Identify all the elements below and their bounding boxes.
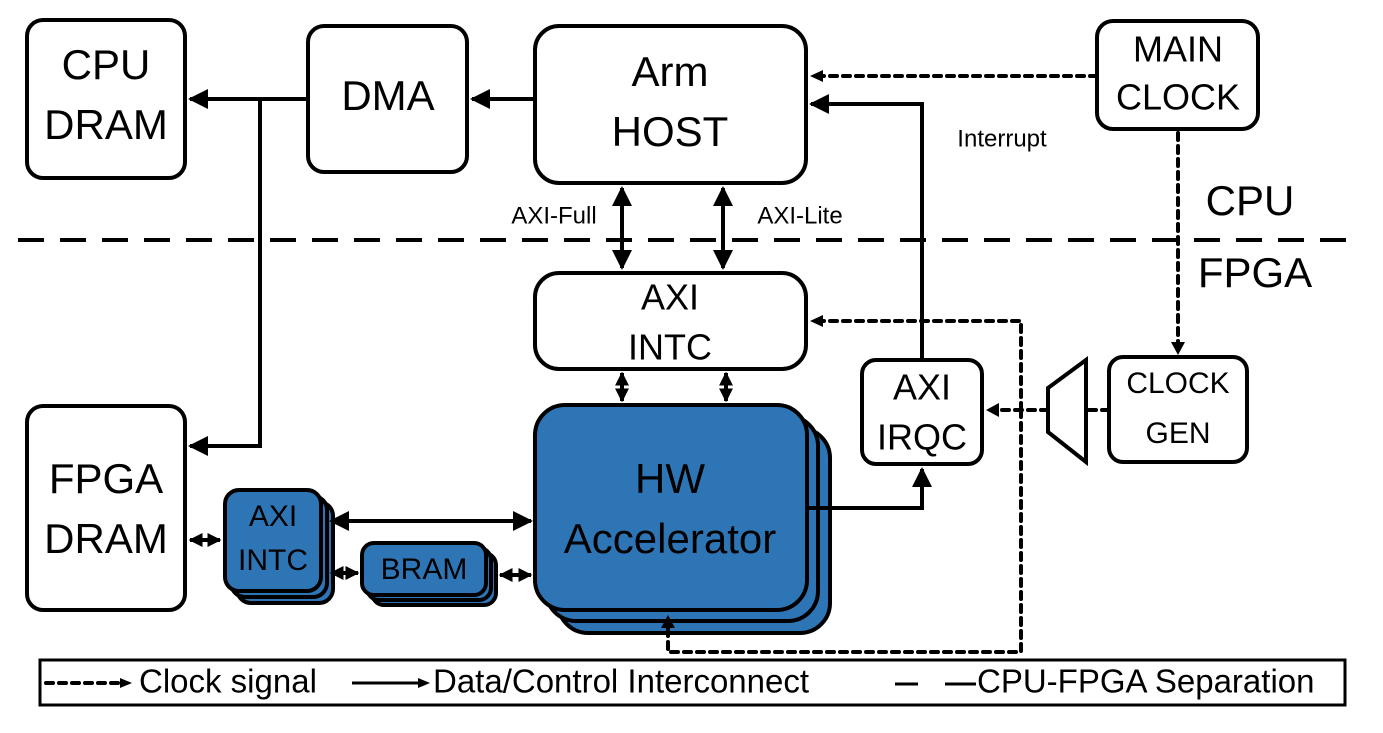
axi-intc-bottom-label-1: AXI bbox=[249, 500, 297, 533]
hw-accelerator-stack: HW Accelerator bbox=[533, 403, 832, 635]
clock-gen-label-1: CLOCK bbox=[1126, 367, 1229, 400]
interrupt-arrow bbox=[809, 94, 924, 360]
clock-to-accel-arrowhead bbox=[661, 615, 675, 628]
hw-accelerator-label-2: Accelerator bbox=[564, 515, 776, 562]
fpga-dram-label-1: FPGA bbox=[49, 455, 163, 502]
legend-separation-label: CPU-FPGA Separation bbox=[977, 663, 1314, 700]
clock-to-axi-intc-line bbox=[816, 319, 1023, 412]
accel-to-irqc-arrow bbox=[808, 467, 932, 510]
axi-irqc-block: AXI IRQC bbox=[860, 358, 984, 466]
main-clock-to-clock-gen-arrowhead bbox=[1171, 342, 1185, 355]
axi-full-label: AXI-Full bbox=[511, 202, 596, 229]
axi-intc-bottom-label-2: INTC bbox=[238, 544, 308, 577]
axi-intc-top-label-2: INTC bbox=[628, 327, 712, 368]
legend-data-label: Data/Control Interconnect bbox=[433, 663, 809, 700]
arm-host-label-1: Arm bbox=[632, 48, 709, 95]
cpu-region-label: CPU bbox=[1206, 177, 1295, 224]
axi-intc-top-label-1: AXI bbox=[641, 277, 699, 318]
axi-irqc-label-1: AXI bbox=[893, 367, 951, 408]
clock-to-axi-intc-arrowhead bbox=[810, 315, 823, 327]
axi-intc-top-block: AXI INTC bbox=[533, 271, 808, 371]
legend-clock-label: Clock signal bbox=[139, 663, 317, 700]
main-clock-label-2: CLOCK bbox=[1116, 77, 1240, 118]
legend-data-arrowhead bbox=[418, 678, 430, 688]
legend-box bbox=[38, 658, 1347, 707]
dma-to-fpga-dram-arrow bbox=[188, 99, 262, 456]
arm-host-label-2: HOST bbox=[612, 108, 729, 155]
clock-to-accel-line bbox=[666, 408, 1023, 654]
cpu-dram-label-1: CPU bbox=[62, 41, 151, 88]
mux-to-irqc-arrowhead bbox=[986, 403, 999, 417]
fpga-dram-label-2: DRAM bbox=[44, 515, 168, 562]
bram-label: BRAM bbox=[381, 553, 468, 586]
main-clock-to-host-arrowhead bbox=[810, 70, 823, 82]
main-clock-label-1: MAIN bbox=[1133, 29, 1223, 70]
fpga-dram-block: FPGA DRAM bbox=[25, 404, 187, 612]
main-clock-block: MAIN CLOCK bbox=[1095, 19, 1260, 131]
bram-stack: BRAM bbox=[360, 541, 498, 607]
cpu-dram-block: CPU DRAM bbox=[25, 18, 187, 180]
dma-block: DMA bbox=[306, 24, 469, 174]
axi-intc-bottom-stack: AXI INTC bbox=[223, 488, 335, 605]
hw-accelerator-label-1: HW bbox=[635, 455, 705, 502]
axi-irqc-label-2: IRQC bbox=[877, 417, 967, 458]
axi-lite-label: AXI-Lite bbox=[757, 202, 842, 229]
fpga-region-label: FPGA bbox=[1198, 249, 1312, 296]
legend-clock-arrowhead bbox=[120, 678, 132, 688]
arm-host-block: Arm HOST bbox=[533, 24, 808, 185]
interrupt-label: Interrupt bbox=[957, 125, 1047, 152]
dma-label: DMA bbox=[341, 72, 434, 119]
clock-gen-label-2: GEN bbox=[1145, 417, 1210, 450]
cpu-dram-label-2: DRAM bbox=[44, 101, 168, 148]
clock-mux-icon bbox=[1046, 356, 1088, 467]
clock-gen-block: CLOCK GEN bbox=[1107, 355, 1249, 464]
legend: Clock signal Data/Control Interconnect C… bbox=[38, 658, 1347, 707]
